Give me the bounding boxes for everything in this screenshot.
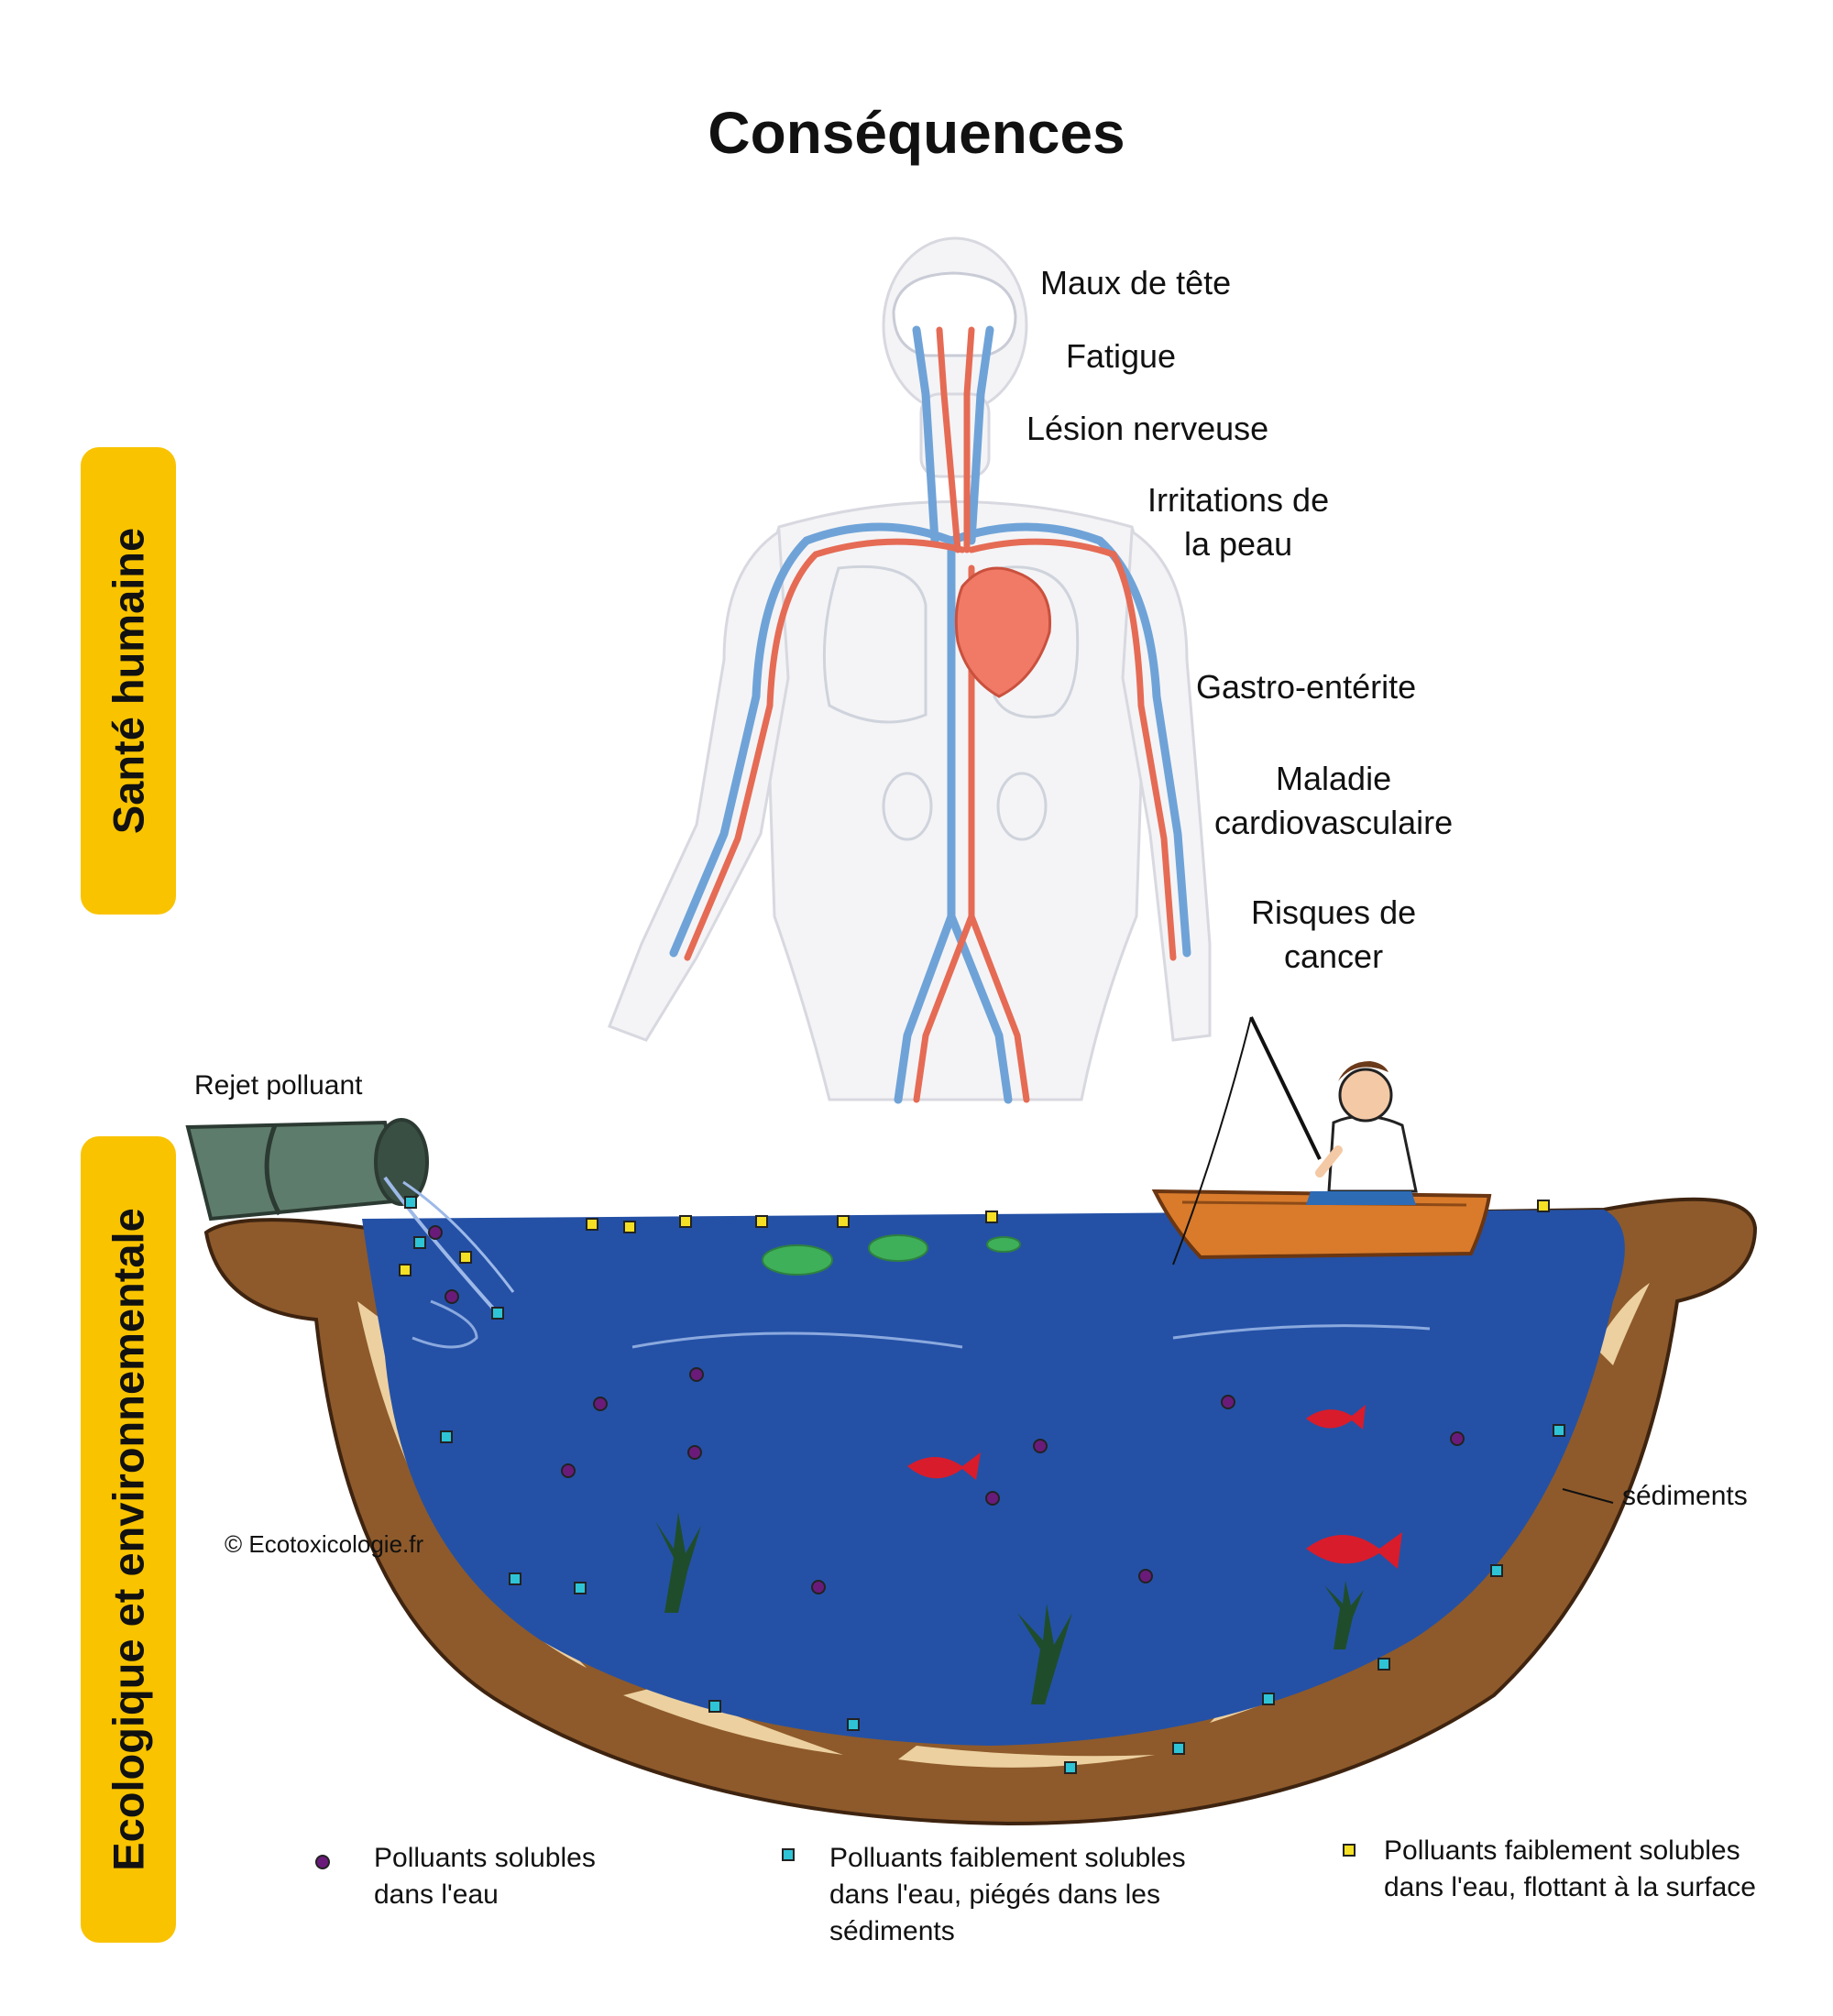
sediments-label: sédiments (1622, 1481, 1748, 1511)
symptom-headache: Maux de tête (1040, 264, 1232, 301)
fisherman (1306, 1061, 1418, 1205)
legend-marker-sediment (782, 1848, 795, 1861)
tab-human-health: Santé humaine (81, 447, 176, 915)
symptom-gastroenteritis: Gastro-entérite (1196, 668, 1417, 706)
symptom-fatigue: Fatigue (1066, 337, 1177, 375)
legend-sediment-trapped: Polluants faiblement solubles dans l'eau… (829, 1843, 1186, 1946)
symptom-cardiovascular: Maladie cardiovasculaire (1214, 760, 1454, 841)
symptom-skin-irritation: Irritations de la peau (1147, 481, 1330, 563)
tab-ecology: Ecologique et environnementale (81, 1136, 176, 1943)
legend-soluble: Polluants solubles dans l'eau (374, 1843, 596, 1910)
legend-marker-soluble (315, 1855, 330, 1869)
discharge-label: Rejet polluant (194, 1070, 363, 1101)
symptom-nerve-damage: Lésion nerveuse (1026, 410, 1269, 447)
symptom-cancer-risk: Risques de cancer (1251, 893, 1417, 975)
page-title: Conséquences (708, 100, 1125, 166)
discharge-pipe (185, 1118, 515, 1312)
credit-label: © Ecotoxicologie.fr (225, 1530, 424, 1558)
legend-marker-floating (1343, 1844, 1356, 1857)
legend-floating: Polluants faiblement solubles dans l'eau… (1384, 1835, 1756, 1902)
